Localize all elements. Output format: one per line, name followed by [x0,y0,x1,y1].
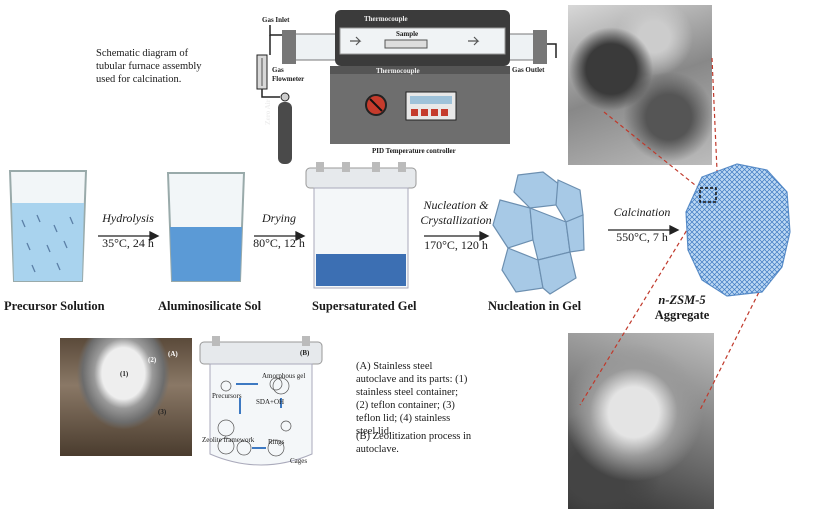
aggregate-label-2: Aggregate [654,308,710,322]
thermocouple-bottom-label: Thermocouple [376,67,420,75]
autoclave-photo: (A) (1) (2) (3) [60,338,192,456]
hydrolysis-step: Hydrolysis 35°C, 24 h [96,211,160,251]
pid-controller-label: PID Temperature controller [372,147,456,155]
diagram-precursors: Precursors [212,392,242,400]
supersaturated-gel-label: Supersaturated Gel [312,299,417,313]
zeolitization-diagram [199,336,323,466]
sample-label: Sample [396,30,419,38]
diagram-amorphous-gel: Amorphous gel [262,372,306,380]
diagram-zeolite-framework: Zeolite framework [202,436,255,444]
calcination-step: Calcination 550°C, 7 h [606,205,678,245]
photo-part-1: (1) [120,370,129,378]
autoclave-gel [305,162,417,289]
diagram-sda-oh: SDA+OH [256,398,285,406]
gas-inlet-label: Gas Inlet [262,16,290,24]
nucleation-conditions: 170°C, 120 h [424,238,488,252]
diagram-label-b: (B) [300,349,310,357]
photo-part-3: (3) [158,408,167,416]
sol-beaker [166,172,246,282]
gas-flowmeter-label-2: Flowmeter [272,75,305,83]
nucleation-name-2: Crystallization [420,213,492,227]
diagram-rings: Rings [268,438,285,446]
tubular-furnace-diagram [256,10,557,164]
autoclave-note-a: (A) Stainless steel autoclave and its pa… [356,361,468,437]
precursor-solution-label: Precursor Solution [4,299,105,313]
nucleation-crystal [492,171,585,295]
aluminosilicate-sol-label: Aluminosilicate Sol [158,299,262,313]
sem-image-bottom [568,333,714,509]
drying-conditions: 80°C, 12 h [253,236,305,250]
furnace-caption: Schematic diagram of tubular furnace ass… [96,48,202,85]
gas-flowmeter-label-1: Gas [272,66,284,74]
autoclave-note-b: (B) Zeolitization process in autoclave. [356,431,472,455]
hydrolysis-conditions: 35°C, 24 h [102,236,154,250]
drying-step: Drying 80°C, 12 h [250,211,308,251]
precursor-beaker [8,170,88,282]
zsm5-aggregate [685,163,791,297]
sem-image-top [568,5,712,165]
nucleation-name-1: Nucleation & [423,198,489,212]
aggregate-label: n-ZSM-5 Aggregate [640,293,724,323]
calcination-name: Calcination [613,205,671,219]
hydrolysis-name: Hydrolysis [102,211,154,225]
calcination-conditions: 550°C, 7 h [616,230,668,244]
thermocouple-top-label: Thermocouple [364,15,408,23]
diagram-cages: Cages [290,457,308,465]
nucleation-step: Nucleation & Crystallization 170°C, 120 … [418,198,494,253]
photo-part-2: (2) [148,356,157,364]
drying-name: Drying [262,211,296,225]
gas-outlet-label: Gas Outlet [512,66,545,74]
nucleation-in-gel-label: Nucleation in Gel [488,299,582,313]
aggregate-label-1: n-ZSM-5 [658,293,706,307]
gas-flowmeter-label: Gas Flowmeter [272,66,304,84]
photo-label-a: (A) [168,350,178,358]
